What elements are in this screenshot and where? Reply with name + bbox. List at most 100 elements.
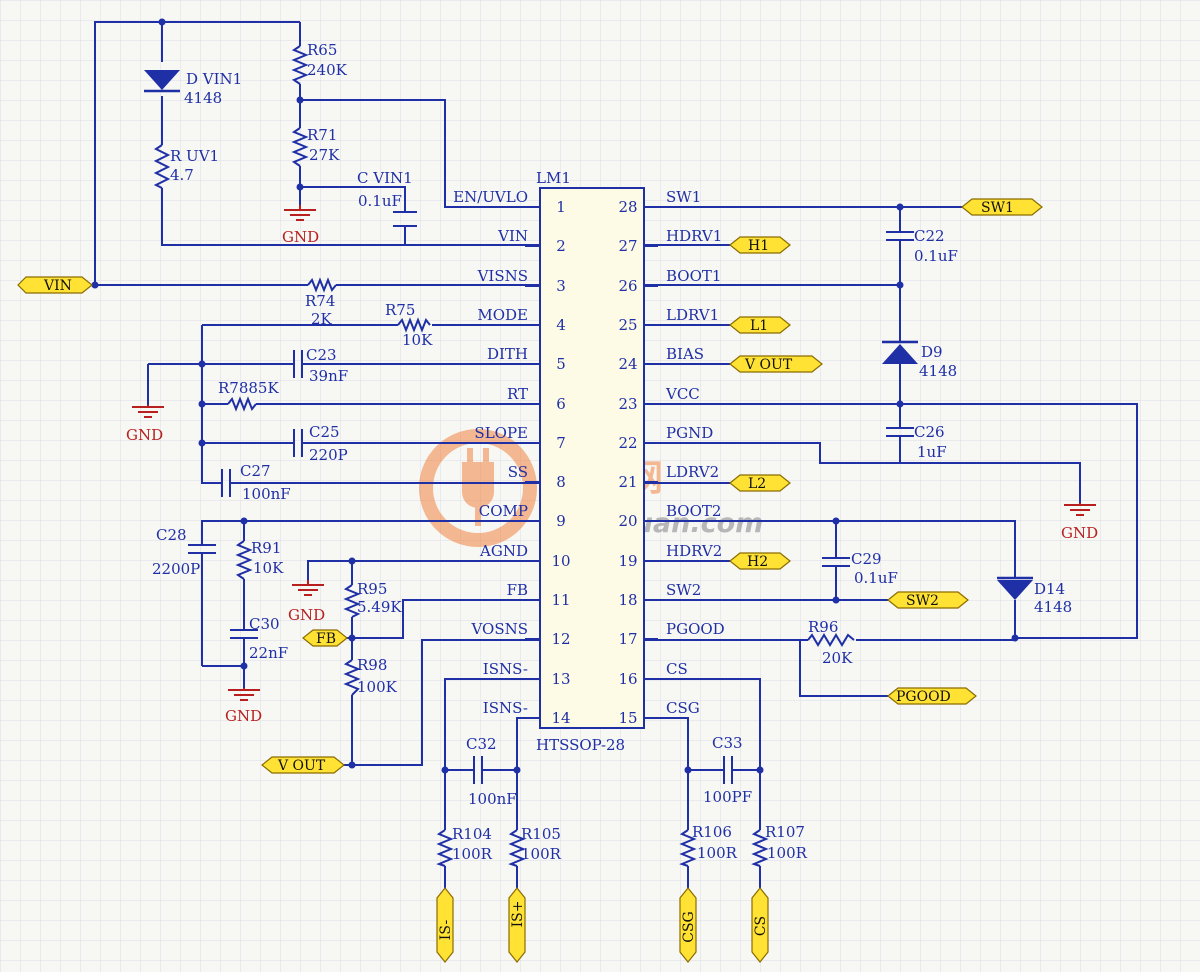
ic-pin-number-left: 14 bbox=[551, 709, 570, 727]
ic-pin-name-left: ISNS- bbox=[483, 660, 528, 678]
label-r91-ref: R91 bbox=[251, 539, 281, 557]
label-r78: R7885K bbox=[218, 379, 279, 397]
capacitor-c27 bbox=[221, 469, 231, 497]
junctions bbox=[91, 18, 1019, 774]
label-c30-value: 22nF bbox=[249, 644, 288, 662]
ic-pin-name-right: CSG bbox=[666, 699, 700, 717]
ic-pin-number-right: 28 bbox=[618, 198, 637, 216]
label-r74-value: 2K bbox=[311, 310, 333, 328]
wires bbox=[92, 21, 1138, 888]
ic-pin-number-left: 1 bbox=[556, 198, 566, 216]
ic-pin-name-right: CS bbox=[666, 660, 688, 678]
label-r106-value: 100R bbox=[697, 844, 738, 862]
ic-pin-name-right: SW1 bbox=[666, 188, 701, 206]
resistor-r96 bbox=[807, 633, 855, 647]
label-r104-ref: R104 bbox=[452, 825, 492, 843]
gnd-label-pgnd: GND bbox=[1061, 524, 1098, 542]
resistor-r75 bbox=[397, 317, 431, 333]
resistor-r65 bbox=[291, 45, 309, 85]
label-r105-ref: R105 bbox=[521, 825, 561, 843]
ic-pin-number-left: 12 bbox=[551, 630, 570, 648]
ic-pin-name-right: SW2 bbox=[666, 581, 701, 599]
label-c25-value: 220P bbox=[309, 446, 348, 464]
label-r107-ref: R107 bbox=[765, 823, 805, 841]
net-label-h2-text: H2 bbox=[747, 554, 768, 570]
diode-d9 bbox=[882, 344, 918, 364]
net-label-fb: FB bbox=[302, 629, 348, 647]
net-label-pgood-text: PGOOD bbox=[896, 689, 951, 705]
ic-pin-name-left: MODE bbox=[477, 306, 528, 324]
resistor-r95 bbox=[343, 584, 361, 618]
ic-pin-number-left: 10 bbox=[551, 552, 570, 570]
resistor-r98 bbox=[343, 659, 361, 696]
ic-pin-name-left: AGND bbox=[479, 542, 528, 560]
capacitors bbox=[188, 211, 914, 784]
label-c23-ref: C23 bbox=[306, 346, 337, 364]
ic-pin-name-right: PGND bbox=[666, 424, 713, 442]
label-r98-value: 100K bbox=[357, 678, 398, 696]
ic-pin-name-right: LDRV2 bbox=[666, 463, 719, 481]
net-label-csg: CSG bbox=[679, 887, 697, 963]
ic-pin-number-left: 13 bbox=[551, 670, 570, 688]
resistor-r104 bbox=[436, 829, 454, 867]
net-label-vout-left: V OUT bbox=[261, 756, 345, 774]
label-c26-ref: C26 bbox=[914, 423, 945, 441]
label-c23-value: 39nF bbox=[309, 367, 348, 385]
net-label-vout-bias: V OUT bbox=[729, 355, 823, 373]
ic-pin-number-right: 27 bbox=[618, 237, 637, 255]
label-c27-value: 100nF bbox=[242, 485, 291, 503]
ic-pin-number-right: 15 bbox=[618, 709, 637, 727]
gnd-symbol-left bbox=[132, 405, 164, 418]
net-label-is-plus: IS+ bbox=[508, 887, 526, 963]
ic-pin-number-left: 9 bbox=[556, 512, 566, 530]
label-c32-ref: C32 bbox=[466, 735, 497, 753]
net-label-pgood: PGOOD bbox=[887, 687, 977, 705]
net-label-l1-text: L1 bbox=[750, 318, 768, 334]
ic-pin-number-right: 18 bbox=[618, 591, 637, 609]
ic-pin-number-right: 19 bbox=[618, 552, 637, 570]
ic-pin-number-left: 8 bbox=[556, 473, 566, 491]
resistor-r78 bbox=[227, 396, 257, 412]
net-label-l2: L2 bbox=[729, 474, 791, 492]
label-r75-value: 10K bbox=[402, 331, 433, 349]
net-label-l1: L1 bbox=[729, 316, 791, 334]
label-r-uv1-value: 4.7 bbox=[170, 166, 194, 184]
label-c32-value: 100nF bbox=[468, 790, 517, 808]
label-r105-value: 100R bbox=[521, 845, 562, 863]
capacitor-c30 bbox=[230, 629, 258, 639]
ic-pin-number-right: 17 bbox=[618, 630, 637, 648]
gnd-symbol-pgnd bbox=[1064, 503, 1096, 516]
net-label-is-plus-text: IS+ bbox=[510, 901, 526, 928]
label-c-vin1-value: 0.1uF bbox=[358, 192, 402, 210]
net-label-csg-text: CSG bbox=[681, 911, 697, 943]
net-label-vin-text: VIN bbox=[43, 278, 72, 294]
capacitor-c33 bbox=[723, 756, 733, 784]
ic-pin-number-left: 7 bbox=[556, 434, 566, 452]
diode-d14 bbox=[997, 580, 1033, 600]
capacitor-c23 bbox=[293, 350, 303, 378]
label-c33-ref: C33 bbox=[712, 734, 743, 752]
ic-ref: LM1 bbox=[536, 169, 571, 187]
ic-pin-name-right: BOOT1 bbox=[666, 267, 721, 285]
ic-pin-name-left: SLOPE bbox=[474, 424, 528, 442]
gnd-symbol-top bbox=[284, 205, 316, 221]
ic-pin-name-right: HDRV1 bbox=[666, 227, 722, 245]
label-r98-ref: R98 bbox=[357, 656, 387, 674]
label-r-uv1-ref: R UV1 bbox=[170, 147, 219, 165]
ic-body bbox=[539, 187, 645, 729]
ic-pin-name-left: DITH bbox=[487, 345, 528, 363]
capacitor-c28 bbox=[188, 544, 216, 554]
label-r106-ref: R106 bbox=[692, 823, 732, 841]
resistor-r107 bbox=[751, 829, 769, 867]
label-c22-value: 0.1uF bbox=[914, 247, 958, 265]
net-label-vout-bias-text: V OUT bbox=[744, 357, 793, 373]
label-r95-value: 5.49K bbox=[357, 598, 402, 616]
ic-package: HTSSOP-28 bbox=[536, 736, 625, 754]
diode-d-vin1 bbox=[144, 70, 180, 90]
net-label-vout-left-text: V OUT bbox=[277, 758, 326, 774]
gnd-symbols bbox=[132, 205, 1096, 701]
resistor-r91 bbox=[235, 540, 253, 580]
ic-pin-name-right: LDRV1 bbox=[666, 306, 719, 324]
net-label-h2: H2 bbox=[729, 552, 791, 570]
label-r75-ref: R75 bbox=[385, 301, 415, 319]
